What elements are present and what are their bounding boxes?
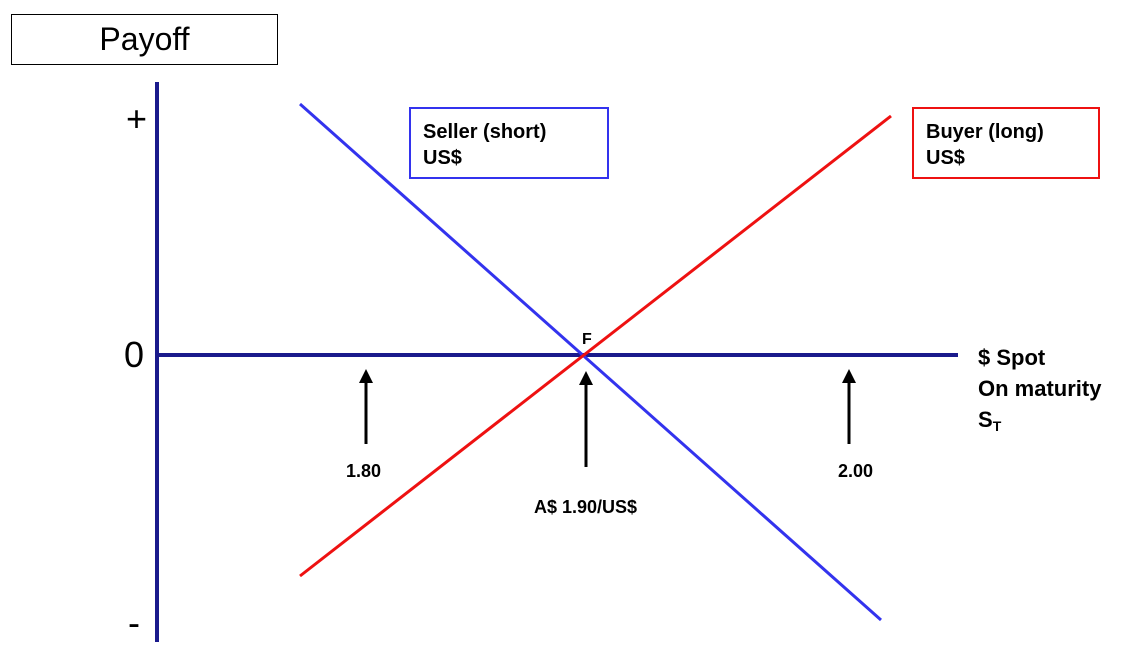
seller-legend-box: Seller (short) US$ bbox=[409, 107, 609, 179]
buyer-label: Buyer (long) bbox=[926, 121, 1044, 143]
seller-payoff-line bbox=[299, 102, 882, 622]
tick-label-high: 2.00 bbox=[838, 461, 874, 481]
arrow-2-00 bbox=[842, 369, 856, 444]
payoff-title-box: Payoff bbox=[11, 14, 278, 65]
x-axis-label: $ Spot On maturity ST bbox=[978, 342, 1101, 442]
x-axis-symbol: S bbox=[978, 407, 993, 432]
seller-currency: US$ bbox=[423, 147, 462, 169]
buyer-payoff-line bbox=[299, 114, 892, 578]
seller-label: Seller (short) bbox=[423, 121, 547, 143]
x-axis-subscript: T bbox=[992, 418, 1002, 434]
y-axis-minus-label: - bbox=[128, 602, 140, 643]
tick-label-mid: A$ 1.90/US$ bbox=[534, 497, 638, 517]
x-axis-label-line2: On maturity bbox=[978, 376, 1102, 401]
y-axis-zero-label: 0 bbox=[124, 334, 145, 375]
x-axis-label-line1: $ Spot bbox=[978, 345, 1046, 370]
x-axis-label-line3: ST bbox=[978, 404, 1101, 442]
tick-label-low: 1.80 bbox=[346, 461, 382, 481]
y-axis-plus-label: + bbox=[126, 98, 148, 139]
arrow-1-80 bbox=[359, 369, 373, 444]
arrow-1-90 bbox=[579, 371, 593, 467]
forward-point-label: F bbox=[582, 331, 592, 348]
payoff-title: Payoff bbox=[99, 21, 190, 57]
buyer-legend-box: Buyer (long) US$ bbox=[912, 107, 1100, 179]
buyer-currency: US$ bbox=[926, 147, 965, 169]
